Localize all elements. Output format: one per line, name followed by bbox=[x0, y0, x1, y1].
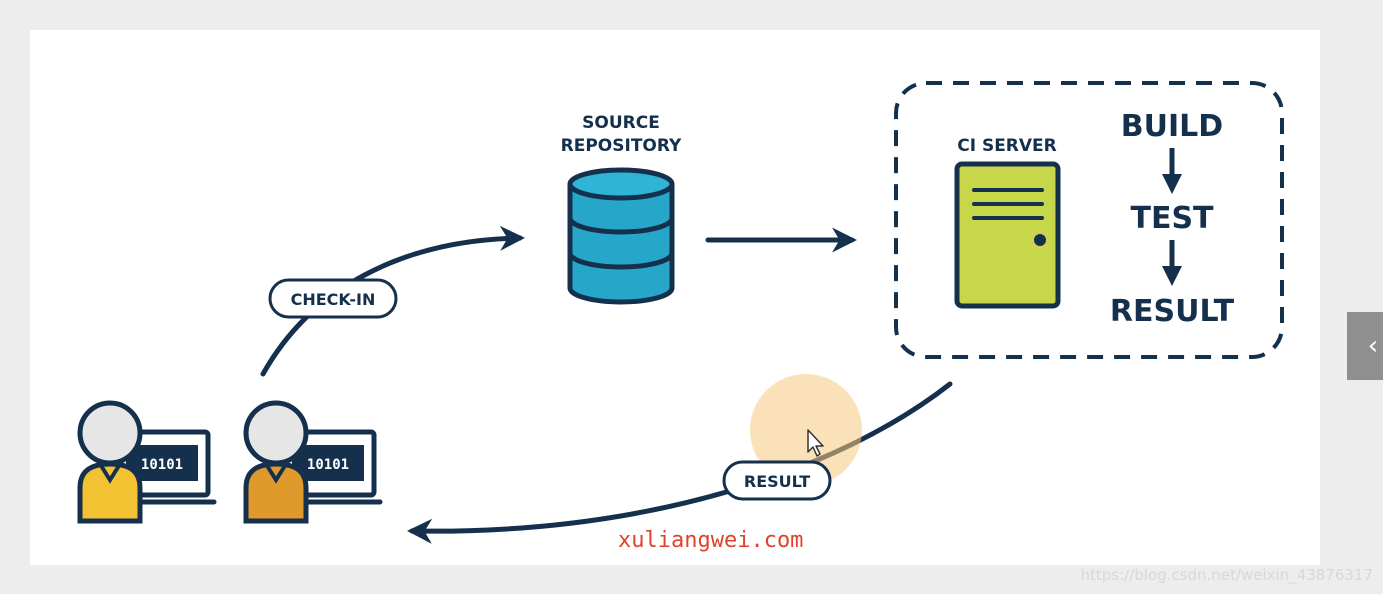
svg-text:RESULT: RESULT bbox=[744, 472, 810, 491]
side-collapse-tab[interactable]: ‹ bbox=[1347, 312, 1383, 380]
chevron-left-icon: ‹ bbox=[1367, 331, 1379, 361]
arrow-down-icon bbox=[1162, 148, 1182, 194]
footer-url: https://blog.csdn.net/weixin_43876317 bbox=[1080, 566, 1373, 584]
svg-text:REPOSITORY: REPOSITORY bbox=[561, 136, 682, 156]
diagram-card bbox=[30, 30, 1320, 565]
check-in-arrow bbox=[260, 225, 525, 377]
result-label: RESULT bbox=[722, 460, 832, 501]
source-repository-label: SOURCE REPOSITORY bbox=[561, 113, 682, 156]
svg-text:10101: 10101 bbox=[307, 457, 349, 473]
pipeline-build: BUILD bbox=[1121, 109, 1223, 144]
arrow-down-icon bbox=[1162, 240, 1182, 286]
svg-text:10101: 10101 bbox=[141, 457, 183, 473]
svg-text:SOURCE: SOURCE bbox=[582, 113, 660, 133]
pipeline-result: RESULT bbox=[1110, 294, 1235, 329]
ci-server-label: CI SERVER bbox=[957, 136, 1057, 156]
pipeline-test: TEST bbox=[1130, 201, 1214, 236]
svg-text:CHECK-IN: CHECK-IN bbox=[291, 290, 376, 309]
database-icon bbox=[567, 167, 675, 305]
server-icon bbox=[954, 161, 1061, 309]
mouse-cursor-icon bbox=[807, 429, 824, 457]
developer-icon: 10101 bbox=[243, 400, 383, 524]
cursor-highlight bbox=[750, 374, 862, 486]
result-arrow bbox=[407, 381, 953, 544]
developer-icon: 10101 bbox=[77, 400, 217, 524]
check-in-label: CHECK-IN bbox=[268, 278, 398, 319]
ci-boundary-box bbox=[894, 81, 1284, 359]
watermark-text: xuliangwei.com bbox=[618, 528, 804, 553]
